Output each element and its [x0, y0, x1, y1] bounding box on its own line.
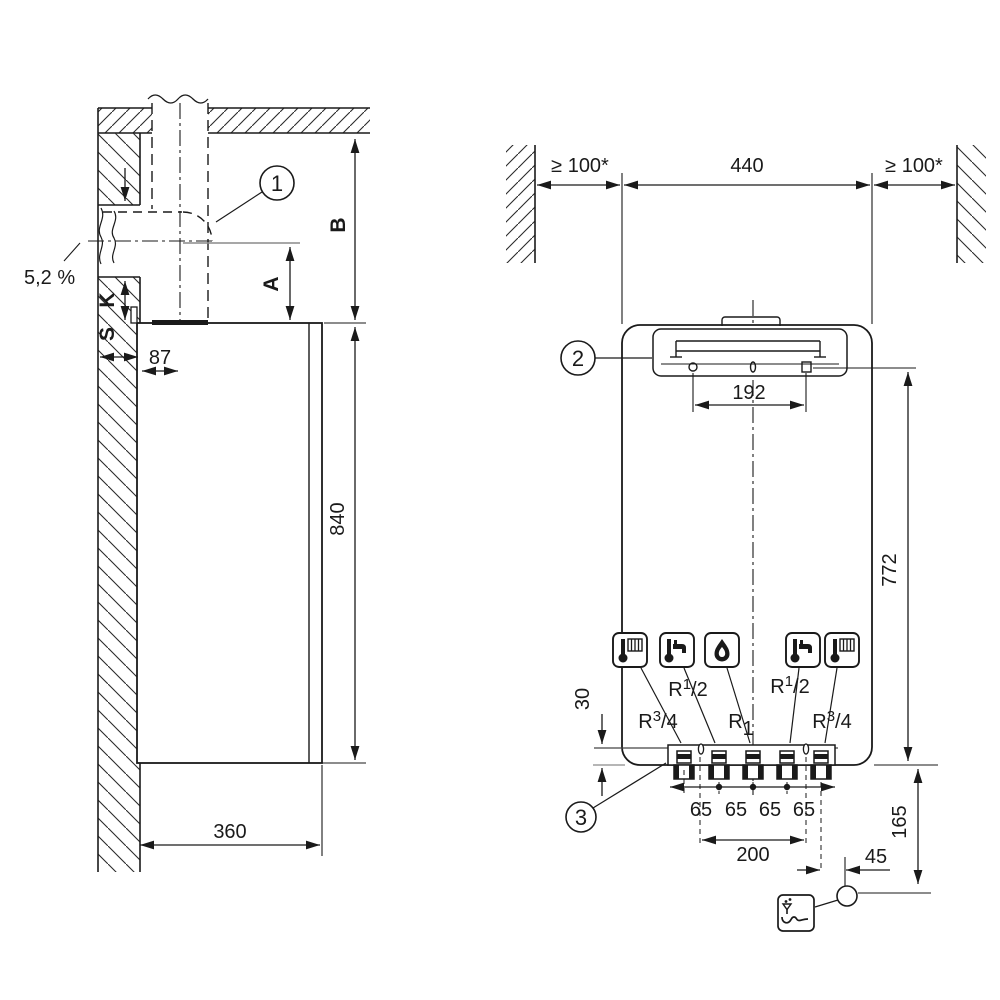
- hot-water-icon: [659, 632, 695, 668]
- top-dimension-row: [537, 173, 955, 324]
- mounting-bracket: [652, 328, 848, 795]
- ceiling-hatch: [98, 106, 370, 135]
- dim-s-label: S: [96, 327, 119, 341]
- drain-point-circle: [836, 885, 858, 907]
- clearance-right-label: ≥ 100*: [885, 155, 943, 177]
- callout-2-label: 2: [572, 346, 584, 371]
- label-r1-gas: R1: [728, 711, 754, 740]
- callout-circle-3: [565, 801, 597, 833]
- label-r12-right: R1/2: [770, 673, 809, 698]
- dim-192-label: 192: [732, 382, 765, 404]
- stub-cold-water: [776, 750, 798, 780]
- bracket-hole-right: [801, 361, 812, 373]
- dim-65-label-3: 65: [759, 799, 781, 821]
- callout-circle-2: [560, 340, 596, 376]
- dim-840-label: 840: [327, 502, 349, 535]
- dim-b-label: B: [327, 217, 350, 232]
- flue-bend-arc: [182, 211, 213, 242]
- siphon-icon: [777, 894, 815, 932]
- heating-return-icon: [824, 632, 860, 668]
- stub-gas: [742, 750, 764, 780]
- flue-duct: [88, 94, 214, 373]
- rail-slot-left: [697, 743, 705, 755]
- dim-360-label: 360: [213, 821, 246, 843]
- dim-65-label-1: 65: [690, 799, 712, 821]
- dim-87-label: 87: [149, 347, 171, 369]
- callout-connections: 3: [565, 762, 667, 833]
- dim-45-label: 45: [865, 846, 887, 868]
- connection-labels: R3/4 R1/2 R1 R1/2 R3/4: [638, 673, 851, 740]
- rail-slot-right: [802, 743, 810, 755]
- dim-30-label: 30: [572, 688, 594, 710]
- wall-hatch-side: [97, 108, 141, 872]
- flue-collar-front: [721, 316, 781, 326]
- callout-bracket: 2: [560, 340, 652, 376]
- pipe-break-line: [147, 94, 209, 104]
- stub-hot-water: [708, 750, 730, 780]
- callout-circle-1: [259, 165, 295, 201]
- front-view: 2: [506, 145, 986, 932]
- boiler-side: [130, 306, 323, 764]
- dim-772: [813, 367, 938, 766]
- dim-a-label: A: [260, 276, 283, 291]
- label-r34-left: R3/4: [638, 708, 677, 733]
- stub-heating-return: [810, 750, 832, 780]
- callout-flue-bend: 1: [215, 165, 295, 223]
- bracket-slot-center: [749, 361, 757, 373]
- dim-192: [692, 373, 807, 412]
- dim-440-label: 440: [730, 155, 763, 177]
- dim-65-label-4: 65: [793, 799, 815, 821]
- cold-water-icon: [785, 632, 821, 668]
- dim-772-label: 772: [879, 553, 901, 586]
- icon-leaders: [640, 667, 838, 744]
- slope-label: 5,2 %: [24, 267, 75, 289]
- clearance-left-label: ≥ 100*: [551, 155, 609, 177]
- condensate-drain: [777, 885, 858, 932]
- bottom-dimensions: [670, 757, 931, 904]
- wall-hatch-front-left: [506, 145, 536, 263]
- flue-adapter-collar-side: [152, 320, 208, 325]
- dim-k-label: K: [96, 292, 119, 307]
- side-view: 1 5,2 % B A K S 87 840 360: [24, 94, 370, 872]
- label-r12-left: R1/2: [668, 676, 707, 701]
- slope-leader: [63, 242, 81, 262]
- callout-3-label: 3: [575, 805, 587, 830]
- heating-flow-icon: [612, 632, 648, 668]
- mounting-rail-side: [130, 306, 138, 324]
- wall-hatch-front-right: [956, 145, 986, 263]
- connection-stubs: [673, 750, 832, 780]
- dim-200-label: 200: [736, 844, 769, 866]
- dim-65-label-2: 65: [725, 799, 747, 821]
- dim-165-label: 165: [889, 805, 911, 838]
- bracket-hole-left: [688, 362, 698, 372]
- callout-1-label: 1: [271, 171, 283, 196]
- gas-icon: [704, 632, 740, 668]
- connection-icons: [612, 632, 860, 744]
- connection-rail: [593, 743, 838, 780]
- side-dimensions: [63, 139, 366, 856]
- label-r34-right: R3/4: [812, 708, 851, 733]
